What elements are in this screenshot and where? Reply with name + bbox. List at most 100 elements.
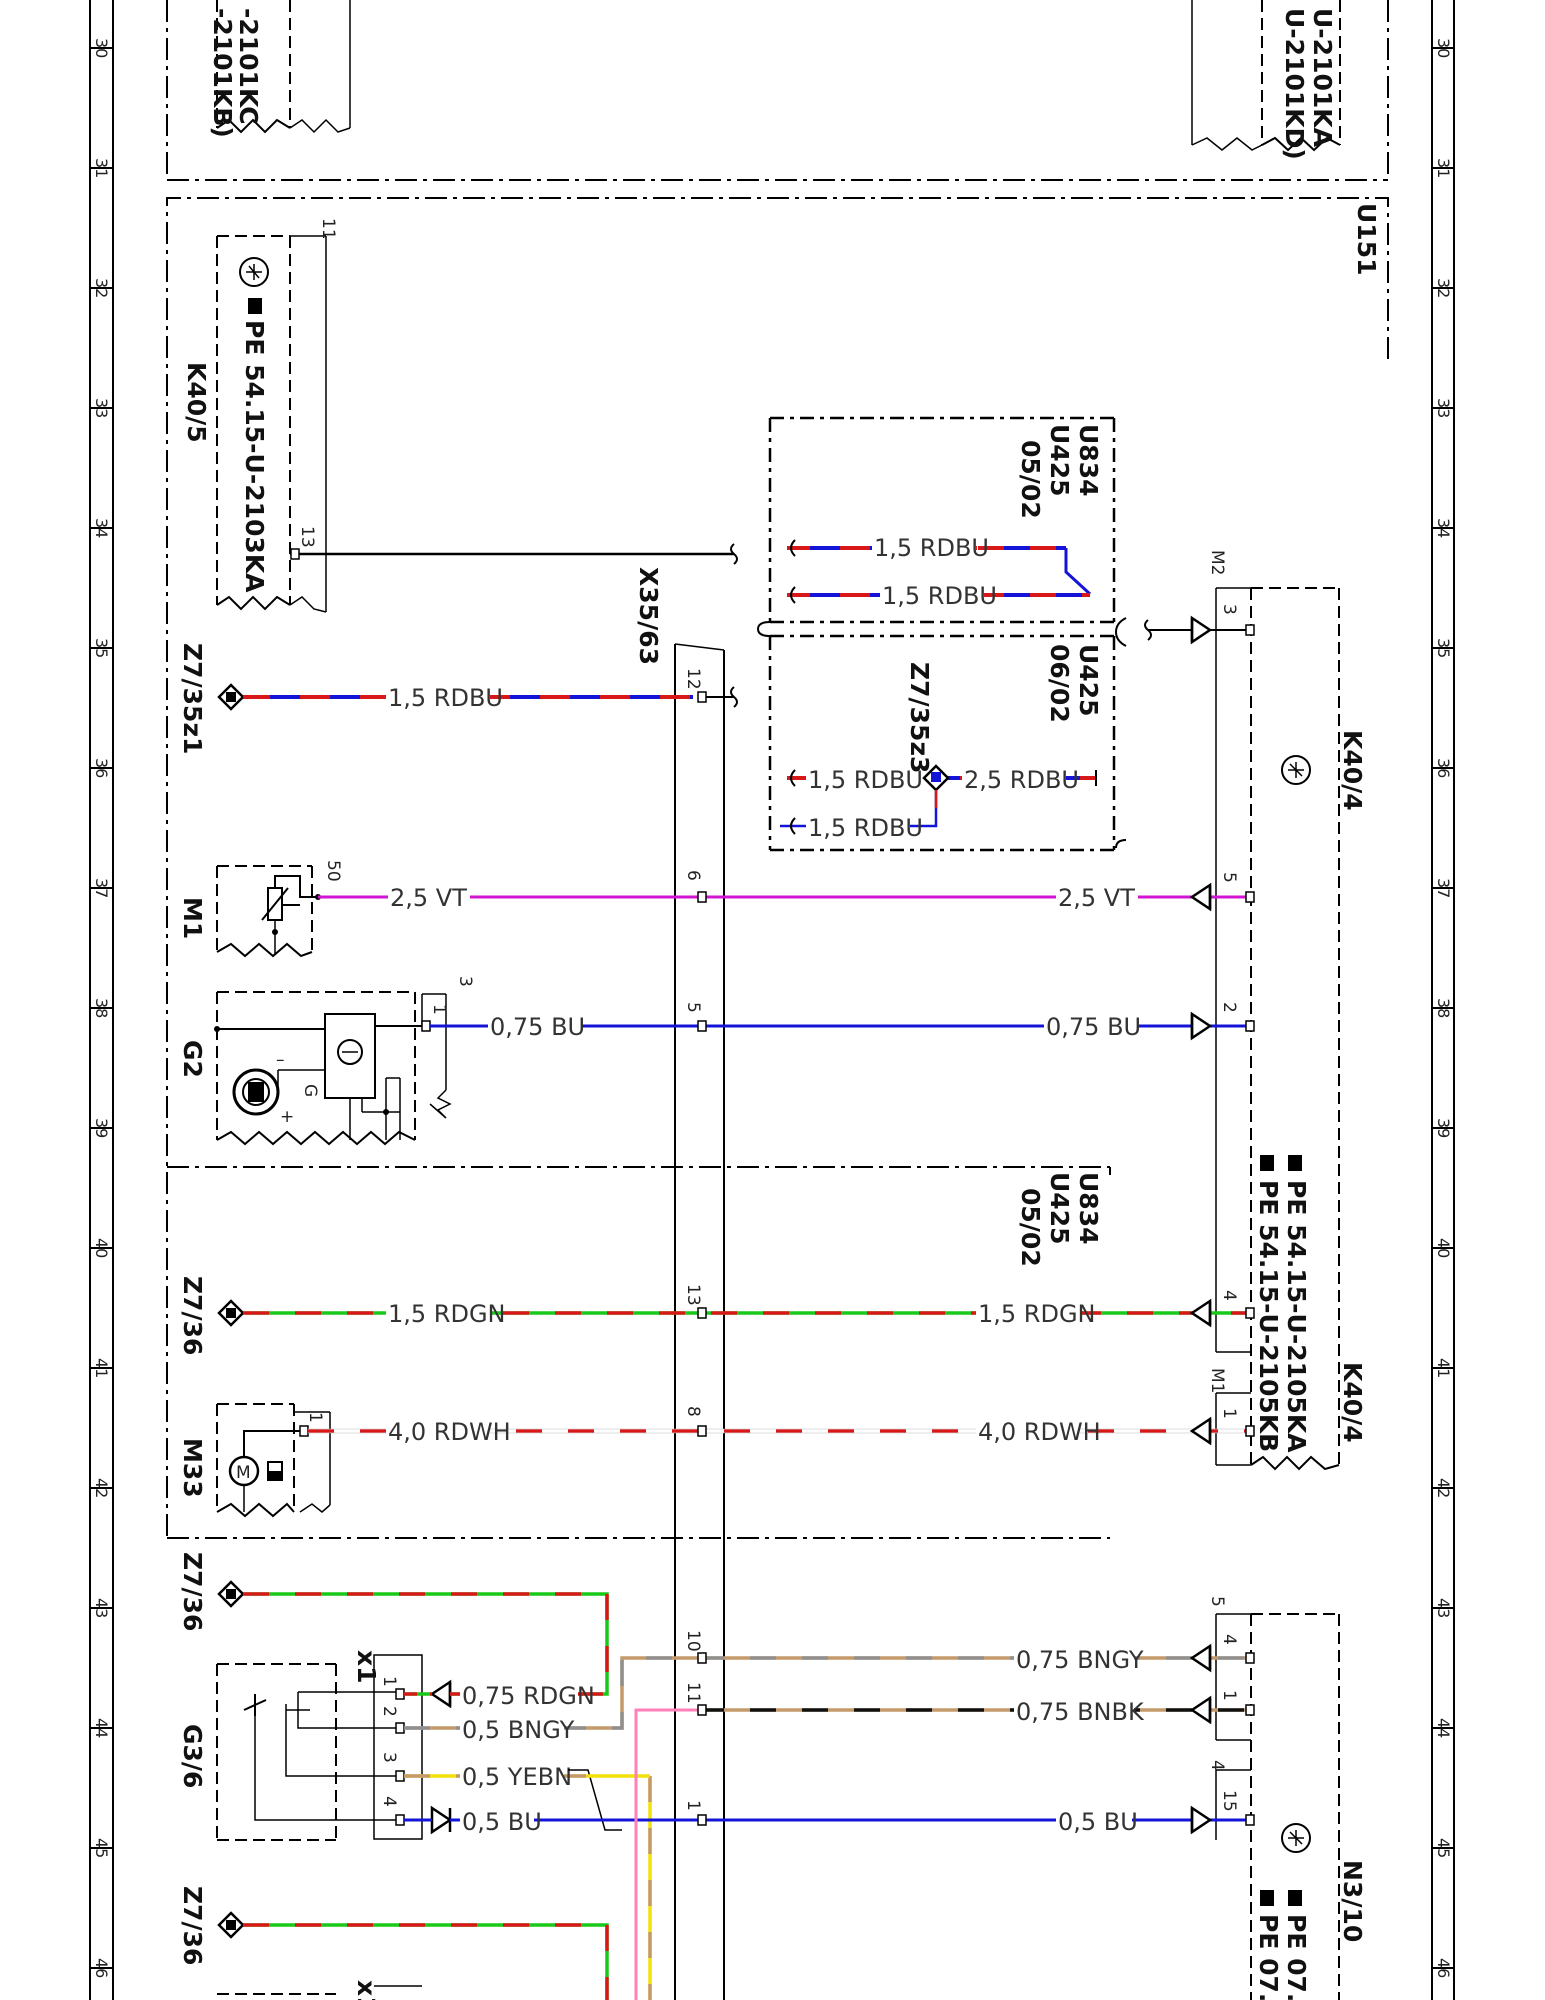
g2-pin-3: 3 bbox=[455, 976, 475, 987]
m33-row: M 1 M33 4,0 RDWH 4,0 RDWH 8 1 bbox=[178, 1403, 1255, 1518]
k40-5-pin-11: 11 bbox=[318, 218, 338, 240]
u425-date: 06/02 bbox=[1045, 644, 1074, 723]
ruler-row-number: 38 bbox=[1434, 998, 1453, 1018]
z7-36-row-c: Z7/36 x1 bbox=[178, 1886, 609, 2000]
g3-6-pin-4: 4 bbox=[379, 1796, 399, 1807]
k40-4-pin-m1-1: 1 bbox=[1219, 1408, 1239, 1419]
ruler-row-number: 44 bbox=[92, 1718, 111, 1738]
g2-minus: – bbox=[276, 1050, 285, 1070]
k40-4-name-lower: K40/4 bbox=[1338, 1362, 1367, 1443]
top-left-ref-2: -2101KB) bbox=[208, 8, 237, 138]
g2-pin-1: 1 bbox=[429, 1004, 449, 1015]
g3-6-wire-2-label: 0,5 BNGY bbox=[462, 1716, 575, 1744]
g3-6-connector-label: x1 bbox=[352, 1650, 381, 1684]
u834-wire-1-label: 1,5 RDBU bbox=[874, 534, 989, 562]
g3-6-wire-3-label: 0,5 YEBN bbox=[462, 1763, 572, 1791]
u151-label: U151 bbox=[1352, 203, 1381, 276]
m33-wire-label-left: 4,0 RDWH bbox=[388, 1418, 511, 1446]
ruler-row-number: 39 bbox=[1434, 1118, 1453, 1138]
g2-plus: + bbox=[280, 1107, 294, 1127]
svg-text:M: M bbox=[236, 1463, 251, 1483]
x35-pin-5: 5 bbox=[683, 1002, 703, 1013]
k40-4-pin-4: 4 bbox=[1219, 1290, 1239, 1301]
g3-6-label: G3/6 bbox=[178, 1724, 207, 1788]
z7-35z3-label: Z7/35z3 bbox=[905, 662, 934, 773]
n3-10-pin-15: 15 bbox=[1219, 1790, 1239, 1812]
x1-bottom-label: x1 bbox=[352, 1980, 381, 2000]
u834-b-variant: U425 bbox=[1045, 1172, 1074, 1245]
g3-6-wire-1-label: 0,75 RDGN bbox=[462, 1682, 595, 1710]
z7-35z1-label: Z7/35z1 bbox=[178, 643, 207, 754]
x35-pin-12: 12 bbox=[683, 668, 703, 690]
k40-4-book-icon-1 bbox=[1288, 1155, 1302, 1171]
g3-6-pin-1: 1 bbox=[379, 1676, 399, 1687]
x35-pin-13: 13 bbox=[683, 1284, 703, 1306]
m1-wire-label-right: 2,5 VT bbox=[1058, 884, 1135, 912]
k40-4-name: K40/4 bbox=[1338, 730, 1367, 811]
m1-wire-label-left: 2,5 VT bbox=[390, 884, 467, 912]
ruler-row-number: 33 bbox=[92, 398, 111, 418]
ruler-row-number: 32 bbox=[92, 278, 111, 298]
n3-10-wire-3-label: 0,5 BU bbox=[1058, 1808, 1138, 1836]
top-right-ref-1: U-2101KA bbox=[1308, 8, 1337, 148]
m1-pin-50: 50 bbox=[323, 860, 343, 882]
ruler-row-number: 42 bbox=[1434, 1478, 1453, 1498]
z7-36-wire-label-left: 1,5 RDGN bbox=[388, 1300, 506, 1328]
ruler-row-number: 30 bbox=[1434, 38, 1453, 58]
ruler-row-number: 43 bbox=[1434, 1598, 1453, 1618]
k40-4-pin-3: 3 bbox=[1219, 604, 1239, 615]
z7-36-wire-label-right: 1,5 RDGN bbox=[978, 1300, 1096, 1328]
k40-5-ref: PE 54.15-U-2103KA bbox=[240, 320, 269, 593]
g3-6-wire-4-label: 0,5 BU bbox=[462, 1808, 542, 1836]
ruler-row-number: 40 bbox=[92, 1238, 111, 1258]
n3-10-ref-1: PE 07. bbox=[1282, 1914, 1311, 2000]
k40-4-ref-1: PE 54.15-U-2105KA bbox=[1282, 1180, 1311, 1453]
n3-10-pin-1: 1 bbox=[1219, 1690, 1239, 1701]
u834-a-name: U834 bbox=[1074, 424, 1103, 497]
x35-pin-11: 11 bbox=[683, 1682, 703, 1704]
ruler-row-number: 32 bbox=[1434, 278, 1453, 298]
k40-5-control-unit-icon bbox=[239, 257, 269, 287]
k40-5-book-icon bbox=[248, 298, 262, 314]
z7-36-a-label: Z7/36 bbox=[178, 1276, 207, 1355]
top-right-box: U-2101KA U-2101KD) bbox=[1191, 0, 1341, 160]
ruler-row-number: 45 bbox=[92, 1838, 111, 1858]
k40-4-pin-2: 2 bbox=[1219, 1002, 1239, 1013]
ruler-row-number: 30 bbox=[92, 38, 111, 58]
g2-wire-label-right: 0,75 BU bbox=[1046, 1013, 1141, 1041]
ruler-row-number: 45 bbox=[1434, 1838, 1453, 1858]
u151-boundary: U151 bbox=[166, 197, 1389, 1536]
ruler-row-number: 31 bbox=[1434, 158, 1453, 178]
g2-row: – G + 3 1 G2 0,75 BU 0,75 BU 5 2 bbox=[178, 976, 1255, 1146]
ruler-row-number: 39 bbox=[92, 1118, 111, 1138]
u425-name: U425 bbox=[1074, 644, 1103, 717]
top-left-ref-1: -2101KC bbox=[234, 8, 263, 125]
u834-a-variant: U425 bbox=[1045, 424, 1074, 497]
x35-pin-1: 1 bbox=[683, 1800, 703, 1811]
u834-b-name: U834 bbox=[1074, 1172, 1103, 1245]
k40-5-pin-13: 13 bbox=[297, 526, 317, 548]
u834-a-date: 05/02 bbox=[1016, 440, 1045, 519]
u834-box-upper: U834 U425 05/02 1,5 RDBU 1,5 RDBU bbox=[768, 416, 1127, 647]
ruler-row-number: 35 bbox=[92, 638, 111, 658]
u425-wire-1-label: 1,5 RDBU bbox=[808, 766, 923, 794]
x35-pin-6: 6 bbox=[683, 870, 703, 881]
ruler-row-number: 42 bbox=[92, 1478, 111, 1498]
ruler-row-number: 35 bbox=[1434, 638, 1453, 658]
n3-10-pin-4: 4 bbox=[1207, 1760, 1227, 1771]
ruler-row-number: 37 bbox=[1434, 878, 1453, 898]
z7-36-b-label: Z7/36 bbox=[178, 1552, 207, 1631]
z7-36-row-b: Z7/36 bbox=[178, 1552, 609, 1696]
k40-4-m2: M2 bbox=[1207, 550, 1227, 575]
m33-pin-1: 1 bbox=[305, 1412, 325, 1423]
u425-box: U425 06/02 Z7/35z3 1,5 RDBU 2,5 RDBU 1,5… bbox=[757, 621, 1127, 852]
z7-35z1-row: Z7/35z1 1,5 RDBU 12 3 bbox=[178, 604, 1255, 754]
k40-5-relay: 11 PE 54.15-U-2103KA K40/5 13 bbox=[182, 218, 738, 613]
n3-10-pin-4a: 4 bbox=[1219, 1634, 1239, 1645]
ruler-row-number: 38 bbox=[92, 998, 111, 1018]
m1-label: M1 bbox=[178, 897, 207, 939]
ruler-row-number: 46 bbox=[92, 1958, 111, 1978]
k40-4-pin-5: 5 bbox=[1219, 872, 1239, 883]
n3-10-wire-1-label: 0,75 BNGY bbox=[1016, 1646, 1144, 1674]
